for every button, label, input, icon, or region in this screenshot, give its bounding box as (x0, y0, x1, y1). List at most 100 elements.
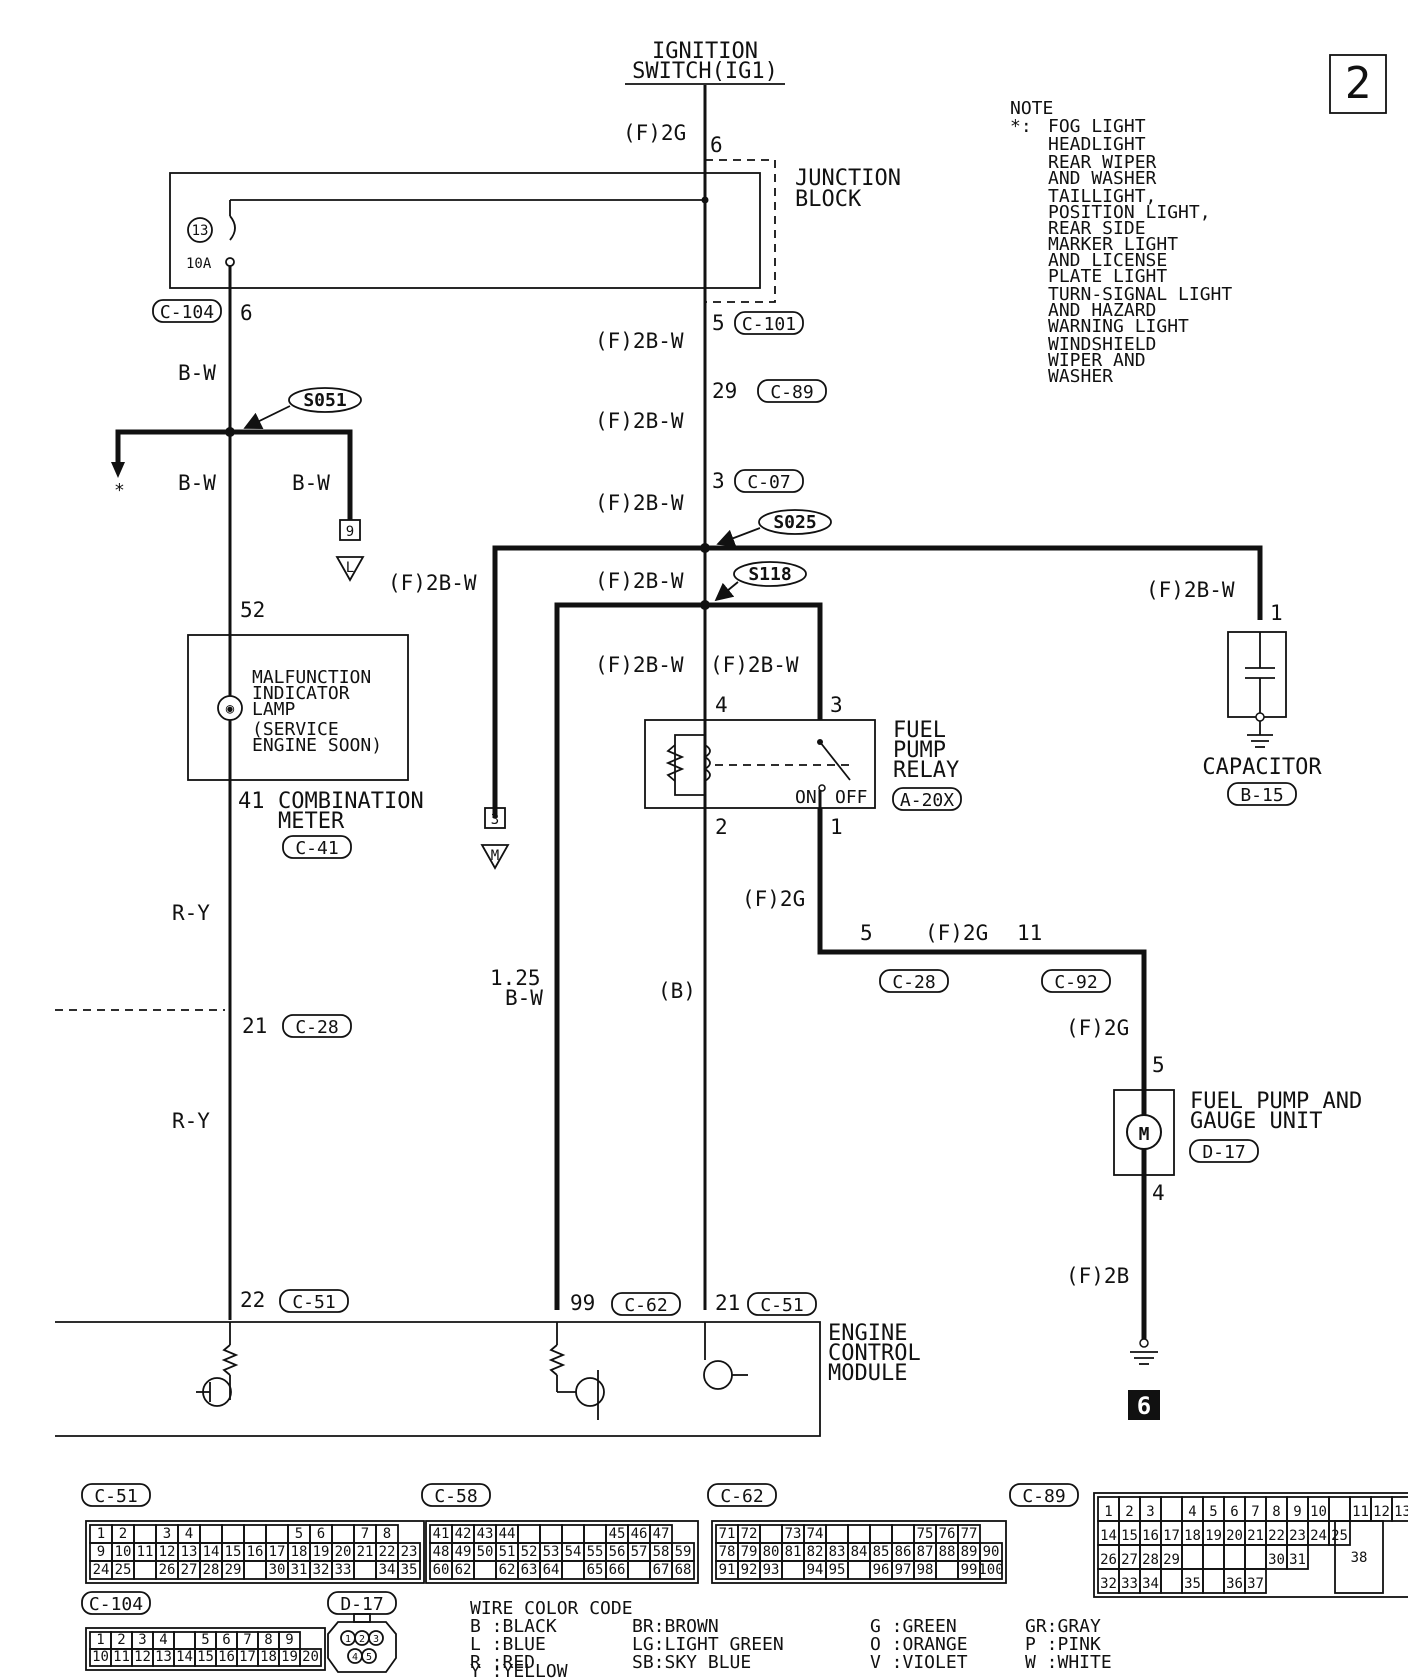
connector-pin-number: 54 (565, 1544, 582, 1560)
fuse-number: 13 (192, 223, 209, 239)
wire-f2bw-1: (F)2B-W (595, 329, 684, 353)
pin-1-capacitor: 1 (1270, 601, 1283, 625)
d17-pin-circle (368, 1630, 384, 1646)
connector-cavity (299, 1648, 322, 1667)
connector-cavity (1244, 1544, 1267, 1570)
note-item-5b: AND HAZARD (1048, 300, 1156, 321)
connector-pin-number: 20 (302, 1649, 319, 1665)
ground-ref-3: 3 (491, 812, 499, 828)
face-label-c51: C-51 (94, 1486, 137, 1507)
connector-pin-number: 15 (1121, 1528, 1138, 1544)
connector-pin-number: 34 (1142, 1576, 1159, 1592)
connector-cavity (133, 1560, 157, 1580)
connector-pin-number: 8 (383, 1526, 391, 1542)
connector-pin-number: 96 (873, 1562, 890, 1578)
ignition-label-1: IGNITION (652, 39, 758, 64)
connector-pin-number: 56 (609, 1544, 626, 1560)
wire-star: * (114, 480, 125, 501)
note-marker: *: (1010, 116, 1032, 137)
connector-pin-number: 7 (243, 1632, 251, 1648)
connector-cavity (671, 1560, 695, 1580)
connector-pin-number: 23 (1289, 1528, 1306, 1544)
wcc-o: O :ORANGE (870, 1634, 968, 1655)
note-item-6c: WASHER (1048, 366, 1113, 387)
note-item-4d: MARKER LIGHT (1048, 234, 1178, 255)
connector-pin-number: 19 (281, 1649, 298, 1665)
pin-5-c28: 5 (860, 921, 873, 945)
connector-pin-number: 33 (335, 1562, 352, 1578)
connector-cavity (561, 1524, 585, 1544)
junction-block: 13 10A JUNCTION BLOCK (169, 159, 901, 320)
connector-pin-number: 6 (222, 1632, 230, 1648)
connector-pin-number: 15 (197, 1649, 214, 1665)
connector-face-outline (1093, 1492, 1408, 1598)
connector-pin-number: 17 (1163, 1528, 1180, 1544)
fuel-pump-unit: M (1113, 1089, 1175, 1176)
wcc-sb: SB:SKY BLUE (632, 1652, 751, 1673)
connector-c101: C-101 (742, 314, 796, 335)
connector-pin-number: 65 (587, 1562, 604, 1578)
connector-pin-number: 18 (291, 1544, 308, 1560)
connector-pin-number: 14 (176, 1649, 193, 1665)
connector-pin-number: 22 (379, 1544, 396, 1560)
connector-cavity (473, 1560, 497, 1580)
note-item-6b: WIPER AND (1048, 350, 1146, 371)
pin-4-relay: 4 (715, 693, 728, 717)
pin-99: 99 (570, 1291, 595, 1315)
connector-pin-number: 2 (117, 1632, 125, 1648)
mil-label-1: MALFUNCTION (252, 667, 371, 688)
connector-cavity (1202, 1544, 1225, 1570)
svg-text:M: M (1139, 1124, 1150, 1145)
connector-cavity (583, 1524, 607, 1544)
connector-pin-number: 36 (1226, 1576, 1243, 1592)
wire-f2bw-cap: (F)2B-W (1146, 578, 1235, 602)
connector-pin-number: 21 (1247, 1528, 1264, 1544)
connector-pin-number: 52 (521, 1544, 538, 1560)
connector-pin-number: 80 (763, 1544, 780, 1560)
connector-c62-pin99: C-62 (624, 1295, 667, 1316)
wire-f2bw-2: (F)2B-W (595, 409, 684, 433)
connector-pin-number: 92 (741, 1562, 758, 1578)
note-item-4a: TAILLIGHT, (1048, 186, 1156, 207)
connector-pin-number: 73 (785, 1526, 802, 1542)
connector-pin-number: 29 (225, 1562, 242, 1578)
wire-bw-2: B-W (178, 471, 216, 495)
connector-cavity (935, 1560, 959, 1580)
connector-pin-number: 55 (587, 1544, 604, 1560)
splice-s051: S051 (303, 390, 346, 411)
connector-cavity (1223, 1544, 1246, 1570)
connector-pin-number: 1 (1104, 1504, 1112, 1520)
connector-cavity (1286, 1544, 1309, 1570)
connector-pin-number: 62 (499, 1562, 516, 1578)
connector-cavity (781, 1560, 805, 1580)
connector-pin-number: 3 (1146, 1504, 1154, 1520)
connector-pin-number: 26 (159, 1562, 176, 1578)
connector-pin-number: 21 (357, 1544, 374, 1560)
connector-cavity (1391, 1496, 1408, 1522)
connector-pin-number: 87 (917, 1544, 934, 1560)
connector-pin-number: 84 (851, 1544, 868, 1560)
ecm-label-3: MODULE (828, 1361, 907, 1386)
connector-pin-number: 22 (1268, 1528, 1285, 1544)
connector-cavity (243, 1524, 267, 1544)
connector-pin-number: 15 (225, 1544, 242, 1560)
wire-f2bw-6: (F)2B-W (710, 653, 799, 677)
relay-label-2: PUMP (893, 738, 946, 763)
connector-pin-number: 16 (247, 1544, 264, 1560)
connector-c28-right: C-28 (892, 972, 935, 993)
connector-pin-number: 11 (137, 1544, 154, 1560)
connector-pin-number: 12 (134, 1649, 151, 1665)
connector-pin-number: 8 (1272, 1504, 1280, 1520)
wire-f2g-3: (F)2G (1066, 1016, 1129, 1040)
connector-cavity (133, 1524, 157, 1544)
d17-pin-number: 2 (359, 1634, 365, 1645)
connector-cavity (847, 1524, 871, 1544)
connector-pin-number: 51 (499, 1544, 516, 1560)
d17-pin-number: 3 (373, 1634, 379, 1645)
connector-pin-38: 38 (1351, 1550, 1368, 1566)
connector-pin-number: 6 (1230, 1504, 1238, 1520)
wire-f2bw-left: (F)2B-W (388, 571, 477, 595)
note-item-3a: REAR WIPER (1048, 152, 1157, 173)
connector-pin-number: 13 (181, 1544, 198, 1560)
